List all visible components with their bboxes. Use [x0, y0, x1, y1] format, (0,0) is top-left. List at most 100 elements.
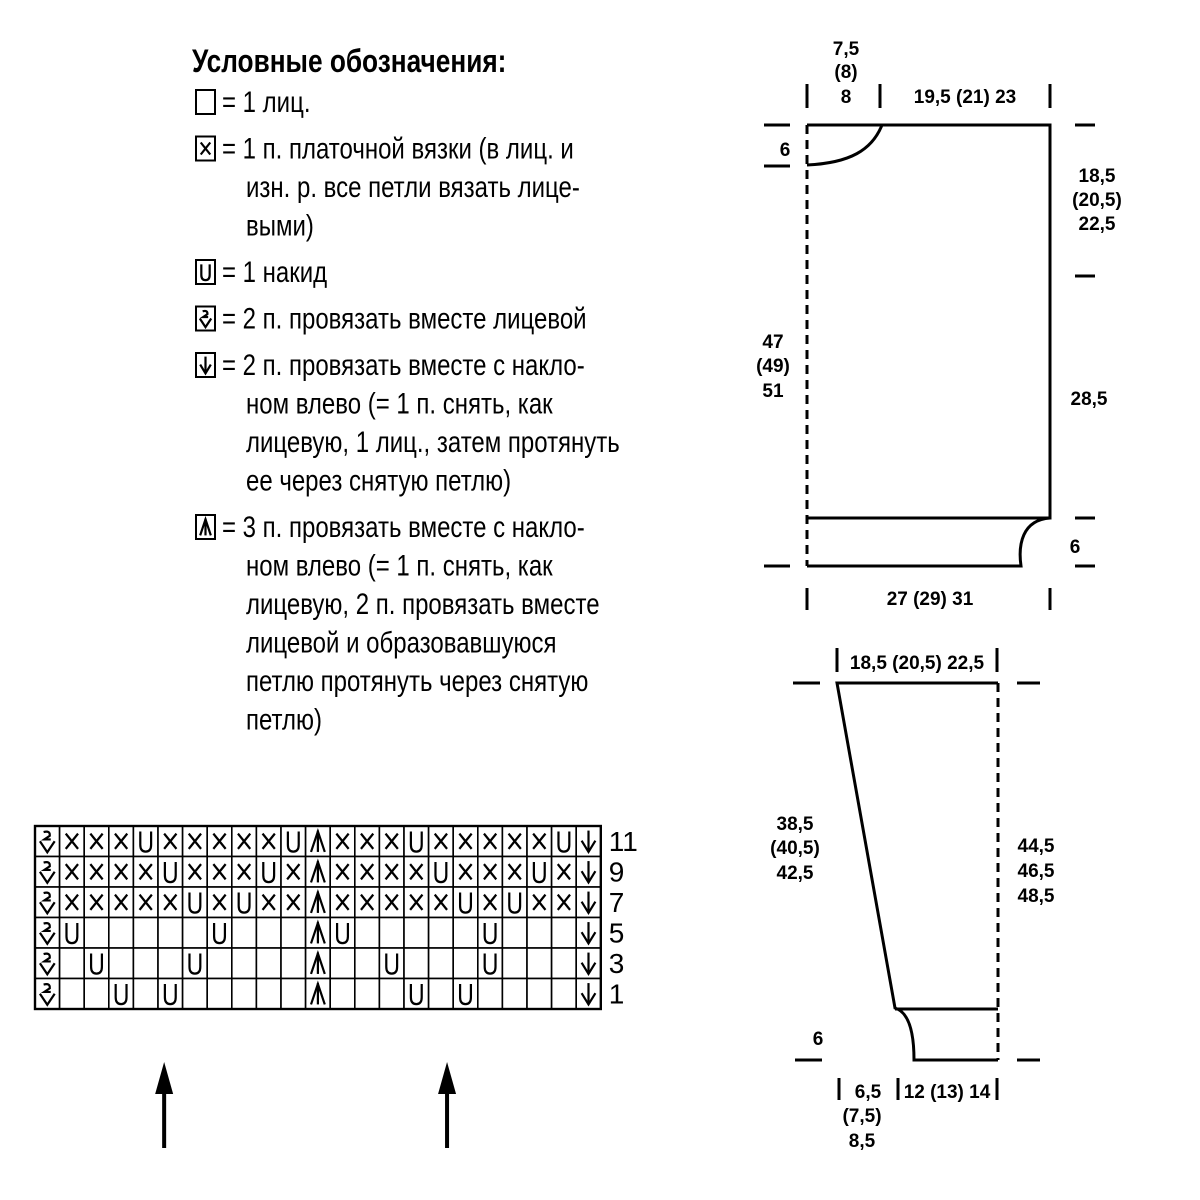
yarn-over-symbol [139, 831, 153, 853]
knit-garter-symbol [237, 863, 252, 881]
chart-cell [329, 947, 356, 980]
body-dimension-ticks [764, 84, 1095, 610]
knit-garter-symbol [138, 863, 153, 881]
sleeve-bottom-left-label-3: 8,5 [849, 1131, 876, 1152]
ssk-symbol [580, 922, 597, 946]
sk2p-symbol [309, 950, 326, 975]
knit-garter-symbol [384, 863, 399, 881]
chart-cell [206, 886, 233, 919]
body-shoulder-width-label: 19,5 (21) 23 [914, 87, 1016, 108]
yarn-over-symbol [286, 831, 300, 853]
knit-garter-symbol [89, 863, 104, 881]
body-side-length-label: 28,5 [1071, 389, 1108, 410]
sleeve-slope-label-3: 42,5 [777, 863, 814, 884]
yarn-over-symbol [163, 983, 177, 1006]
chart-cell [181, 977, 209, 1010]
chart-cell [206, 977, 233, 1010]
legend-item-u: = 1 накид [195, 254, 327, 289]
knit-garter-symbol [261, 893, 276, 911]
sk2p-symbol [309, 980, 326, 1005]
body-neckline [806, 124, 884, 167]
chart-cell [378, 886, 405, 919]
body-ribbing-label: 6 [1070, 537, 1081, 558]
chart-cell [403, 855, 430, 888]
chart-cell [58, 886, 85, 919]
chart-cell [231, 825, 258, 858]
knit-garter-symbol [458, 863, 473, 881]
chart-cell [329, 977, 356, 1010]
body-height-label-3: 51 [762, 381, 784, 402]
legend-text: = 3 п. провязать вместе с накло- [222, 509, 585, 543]
knit-garter-symbol [261, 832, 276, 850]
sk2p-symbol [199, 515, 212, 536]
chart-row-label: 11 [609, 826, 638, 857]
chart-cell [427, 825, 455, 858]
chart-cell [575, 825, 602, 858]
chart-cell [526, 855, 553, 888]
yarn-over-symbol [237, 892, 251, 914]
legend-text: ном влево (= 1 п. снять, как [246, 548, 554, 582]
sleeve-bottom-right-label: 12 (13) 14 [904, 1082, 991, 1103]
chart-cell [403, 886, 430, 919]
chart-cell [206, 855, 233, 888]
knit-garter-symbol [507, 863, 522, 881]
chart-cell [526, 886, 553, 919]
chart-cell [575, 886, 602, 919]
chart-cell [34, 977, 61, 1010]
chart-cell [550, 947, 577, 980]
chart-cell [501, 855, 528, 888]
chart-cell [427, 947, 455, 980]
chart-cell [108, 977, 135, 1010]
yarn-over-symbol [409, 983, 423, 1006]
chart-cell [34, 947, 61, 980]
chart-cell [353, 977, 381, 1010]
ssk-symbol [199, 356, 212, 376]
knit-garter-symbol [384, 893, 399, 911]
chart-cell [280, 916, 307, 949]
chart-cell [83, 855, 110, 888]
chart-cell [34, 916, 61, 949]
knit-garter-symbol [64, 863, 79, 881]
chart-cell [132, 825, 159, 858]
legend-text: лицевую, 2 п. провязать вместе [246, 586, 600, 620]
knit-garter-symbol [114, 893, 129, 911]
chart-cell [452, 977, 479, 1010]
chart-cell [526, 825, 553, 858]
chart-row-label: 7 [609, 887, 625, 918]
chart-cell [231, 886, 258, 919]
yarn-over-symbol [114, 983, 128, 1006]
repeat-arrow-icon [438, 1062, 457, 1148]
chart-cell [255, 977, 282, 1010]
chart-cell [476, 977, 504, 1010]
legend-item-ssk: = 2 п. провязать вместе с накло-ном влев… [195, 347, 620, 497]
chart-cell [575, 947, 602, 980]
knit-garter-symbol [163, 832, 178, 850]
chart-cell [108, 947, 135, 980]
sleeve-top-width-label: 18,5 (20,5) 22,5 [850, 653, 985, 674]
legend-item-empty: = 1 лиц. [195, 84, 310, 119]
knit-garter-symbol [360, 893, 375, 911]
chart-cell [353, 916, 381, 949]
k2tog-symbol [198, 309, 213, 330]
chart-cell [501, 947, 528, 980]
legend-text: петлю протянуть через снятую [246, 663, 588, 697]
legend-symbol-box [195, 89, 216, 115]
body-height-label-1: 47 [762, 332, 783, 353]
legend-text: = 2 п. провязать вместе с накло- [222, 347, 585, 381]
yarn-over-symbol [65, 922, 79, 945]
legend-title: Условные обозначения: [192, 45, 506, 80]
chart-cell [108, 886, 135, 919]
chart-cell [280, 947, 307, 980]
knit-garter-symbol [237, 832, 252, 850]
knit-garter-symbol [114, 832, 129, 850]
yarn-over-symbol [483, 922, 497, 945]
sk2p-symbol [309, 828, 326, 853]
chart-row-label: 1 [609, 979, 625, 1010]
chart-cell [34, 886, 61, 919]
chart-cell [108, 825, 135, 858]
knit-garter-symbol [409, 863, 424, 881]
chart-cell [403, 977, 430, 1010]
yarn-over-symbol [262, 861, 276, 884]
chart-cell [378, 977, 405, 1010]
sleeve-dimension-ticks [793, 648, 1040, 1100]
